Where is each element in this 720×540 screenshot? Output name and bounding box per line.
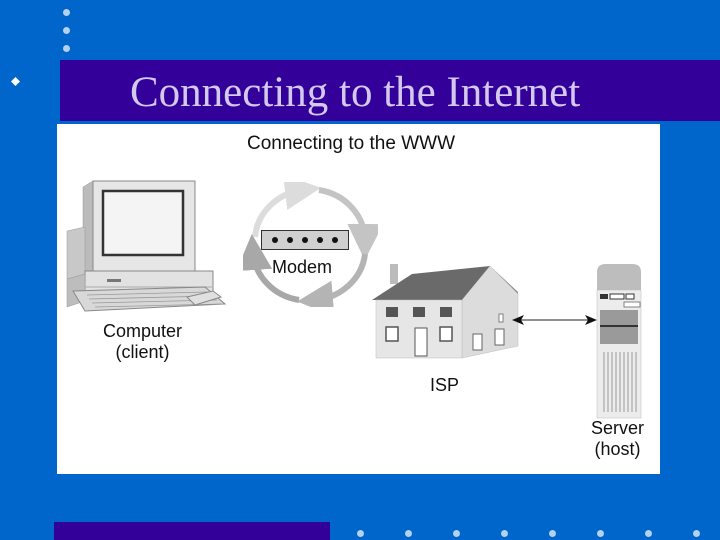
slide-title: Connecting to the Internet — [130, 69, 581, 116]
decor-dot — [357, 530, 364, 537]
isp-label: ISP — [430, 375, 460, 395]
computer-icon — [66, 180, 227, 312]
computer-label-line1: Computer — [103, 321, 183, 341]
decor-dot — [405, 530, 412, 537]
decor-dot — [645, 530, 652, 537]
modem-cycle-arrows-icon — [243, 182, 378, 307]
decor-dot — [501, 530, 508, 537]
bidirectional-arrow-icon — [512, 315, 597, 325]
decor-dot — [597, 530, 604, 537]
server-label: Server (host) — [591, 418, 644, 460]
server-label-line2: (host) — [594, 439, 641, 459]
server-label-line1: Server — [591, 418, 645, 438]
figure-heading: Connecting to the WWW — [247, 133, 456, 154]
mouse-icon — [186, 290, 223, 306]
server-icon — [596, 264, 642, 419]
decor-dot — [693, 530, 700, 537]
decor-dot — [549, 530, 556, 537]
modem-label: Modem — [272, 257, 333, 277]
title-bar: Connecting to the Internet — [60, 60, 720, 121]
computer-label: Computer (client) — [103, 321, 182, 363]
decor-dot — [63, 45, 70, 52]
diagram-figure: Connecting to the WWW Computer (client) — [57, 124, 660, 474]
modem-icon — [261, 230, 349, 250]
footer-bar — [54, 522, 330, 540]
computer-label-line2: (client) — [115, 342, 170, 362]
decor-dot — [63, 9, 70, 16]
diamond-icon — [11, 77, 20, 86]
isp-house-icon — [372, 264, 519, 359]
decor-dot — [453, 530, 460, 537]
decor-dot — [63, 27, 70, 34]
